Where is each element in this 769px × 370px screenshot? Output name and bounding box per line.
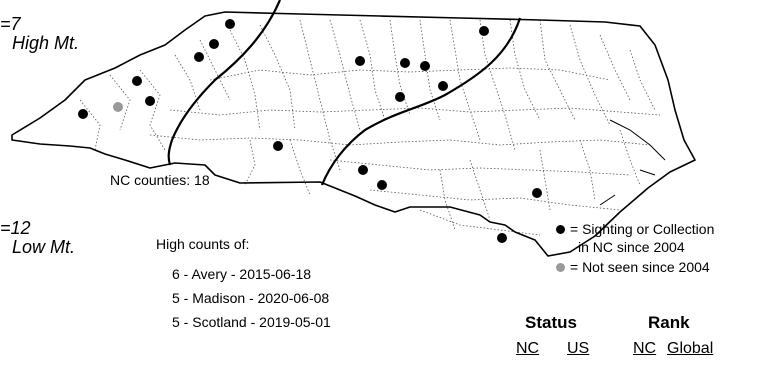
legend-historic: = Not seen since 2004	[556, 259, 710, 275]
state-outline	[11, 11, 696, 257]
status-col-us: US	[567, 340, 590, 357]
historic-dot	[113, 102, 123, 112]
high-count-item: 6 - Avery - 2015-06-18	[172, 266, 312, 282]
legend-black-dot-icon	[556, 224, 565, 234]
fall-line-divide	[320, 17, 522, 186]
status-col-nc: NC	[516, 340, 540, 357]
low-mt-count: =12	[0, 218, 31, 238]
blue-ridge-divide	[167, 0, 282, 166]
legend-present: = Sighting or Collection	[556, 221, 714, 237]
status-header: Status	[525, 313, 577, 332]
legend-gray-dot-icon	[556, 262, 565, 272]
rank-col-global: Global	[667, 340, 714, 357]
nc-counties-count: NC counties: 18	[110, 172, 210, 188]
legend-historic-text: = Not seen since 2004	[570, 259, 710, 275]
sighting-dots	[78, 19, 542, 243]
rank-header: Rank	[648, 313, 690, 332]
high-mt-count: =7	[0, 14, 21, 34]
rank-col-nc: NC	[633, 340, 657, 357]
high-counts-title: High counts of:	[156, 236, 250, 252]
low-mt-label: Low Mt.	[12, 237, 76, 257]
legend-present-line2: in NC since 2004	[578, 239, 685, 255]
county-boundaries	[79, 19, 661, 236]
high-mt-label: High Mt.	[12, 33, 80, 53]
legend-present-line1: = Sighting or Collection	[570, 221, 715, 237]
high-count-item: 5 - Scotland - 2019-05-01	[172, 314, 331, 330]
coast-detail	[599, 119, 666, 206]
high-count-item: 5 - Madison - 2020-06-08	[172, 290, 330, 306]
